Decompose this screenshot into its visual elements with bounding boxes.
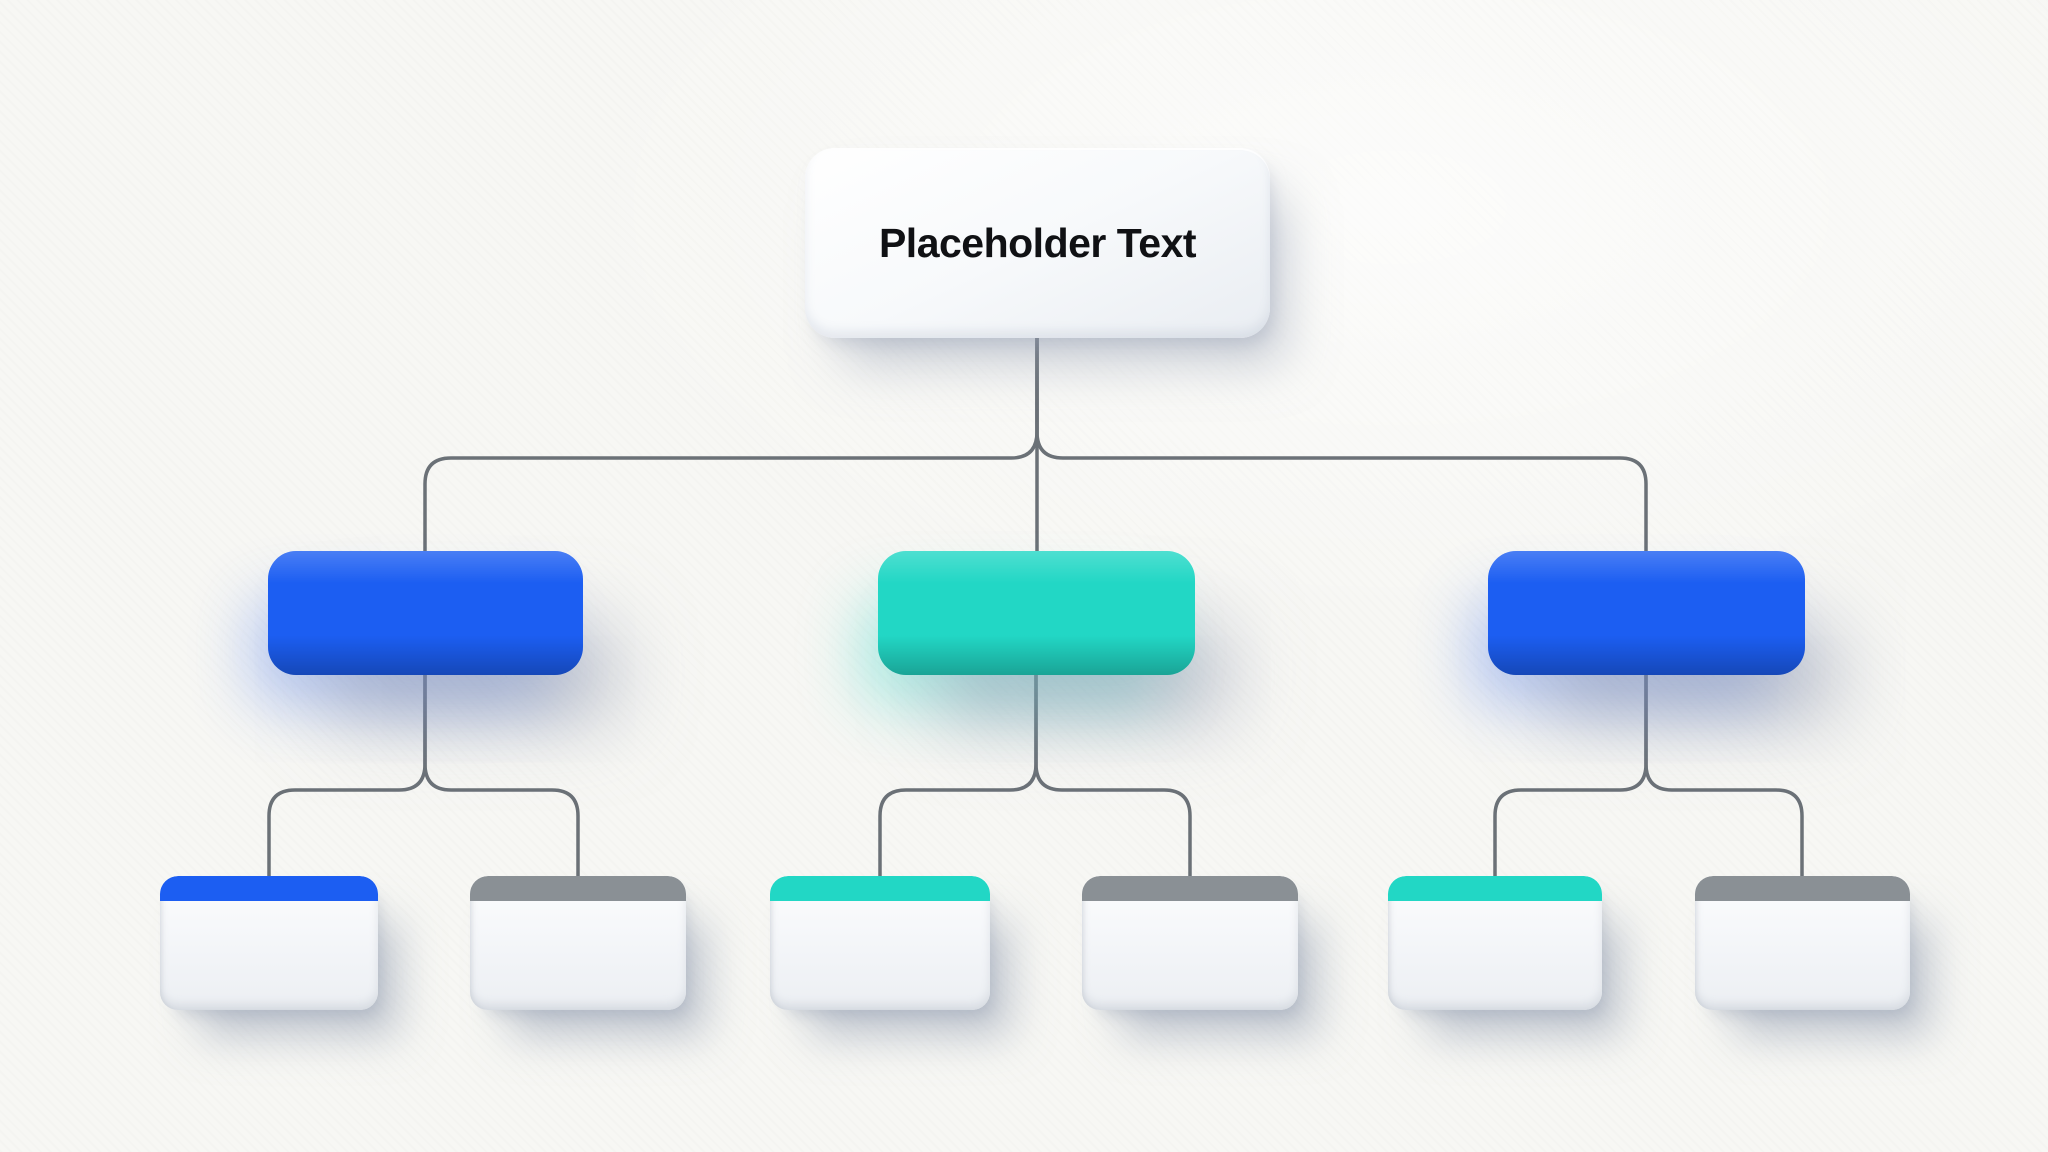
root-node: Placeholder Text — [805, 148, 1270, 338]
leaf-accent-bar — [1695, 876, 1910, 901]
leaf-node-3 — [770, 876, 990, 1010]
leaf-node-2 — [470, 876, 686, 1010]
leaf-accent-bar — [770, 876, 990, 901]
leaf-node-4 — [1082, 876, 1298, 1010]
leaf-accent-bar — [470, 876, 686, 901]
connector-branch3-to-leaf6 — [1644, 675, 1804, 876]
connector-branch3-to-leaf5 — [1493, 675, 1648, 876]
leaf-accent-bar — [1082, 876, 1298, 901]
leaf-node-6 — [1695, 876, 1910, 1010]
leaf-node-1 — [160, 876, 378, 1010]
leaf-node-5 — [1388, 876, 1602, 1010]
leaf-accent-bar — [160, 876, 378, 901]
connector-branch1-to-leaf1 — [267, 675, 427, 876]
connector-branch2-to-leaf4 — [1034, 675, 1192, 876]
root-node-label: Placeholder Text — [878, 219, 1197, 266]
branch-node-1 — [268, 551, 583, 675]
leaf-accent-bar — [1388, 876, 1602, 901]
branch-node-2 — [878, 551, 1195, 675]
connector-branch2-to-leaf3 — [878, 675, 1038, 876]
connector-root-to-branch-3 — [1035, 338, 1648, 551]
branch-node-3 — [1488, 551, 1805, 675]
connector-branch1-to-leaf2 — [423, 675, 580, 876]
connector-root-to-branch-1 — [423, 338, 1039, 551]
